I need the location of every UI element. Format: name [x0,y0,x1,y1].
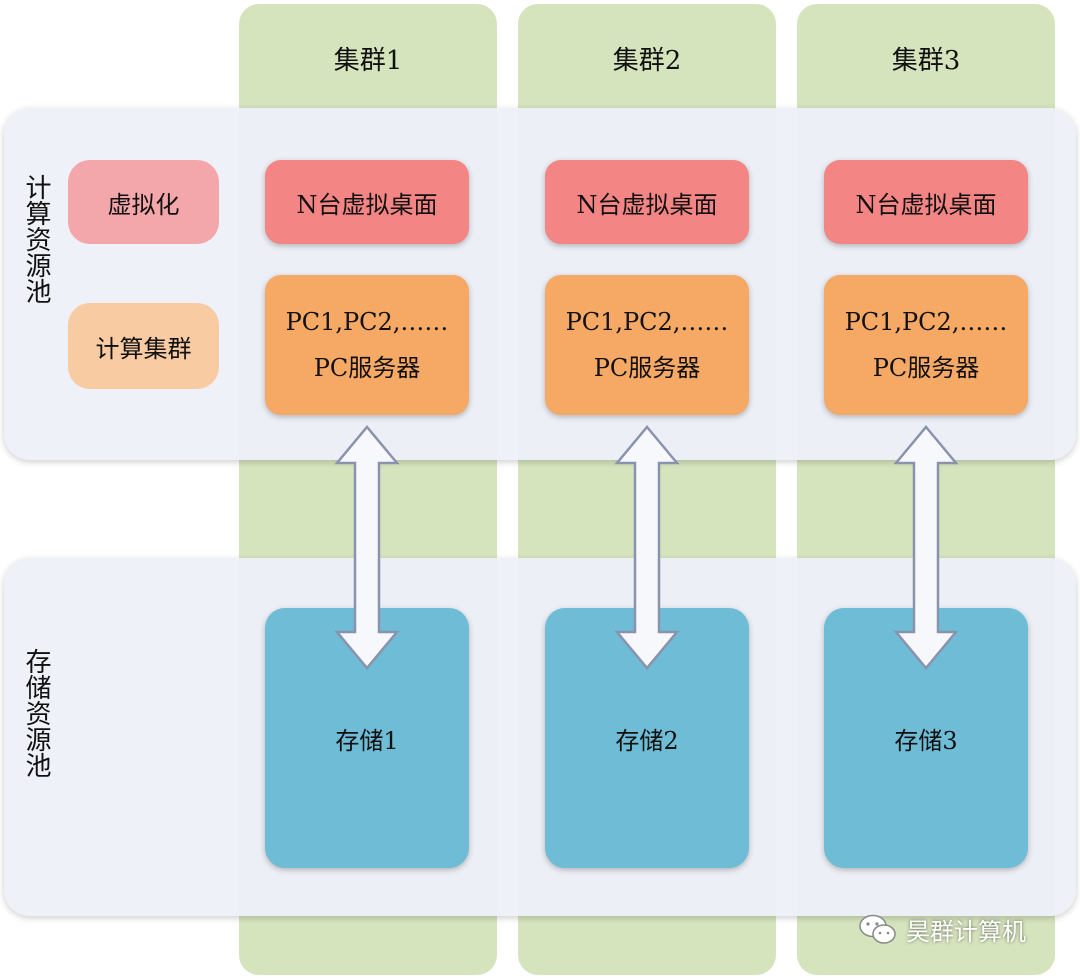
pc-list-text: PC1,PC2,…… [565,308,729,336]
watermark: 昊群计算机 [858,912,1026,947]
cluster-title-3: 集群3 [891,46,961,76]
pc-list-text: PC1,PC2,…… [844,308,1008,336]
double-arrow-icon-3 [893,425,959,670]
pc-server-box-3: PC1,PC2,…… PC服务器 [824,275,1028,415]
watermark-text: 昊群计算机 [906,918,1026,946]
virtual-desktop-box-2: N台虚拟桌面 [545,160,749,244]
pc-list-text: PC1,PC2,…… [285,308,449,336]
storage-box-1: 存储1 [265,608,469,868]
cluster-title-2: 集群2 [612,46,682,76]
storage-pool-label: 存储资源池 [21,648,51,778]
pc-server-box-2: PC1,PC2,…… PC服务器 [545,275,749,415]
pc-server-box-1: PC1,PC2,…… PC服务器 [265,275,469,415]
virtual-desktop-box-3: N台虚拟桌面 [824,160,1028,244]
compute-pool-label: 计算资源池 [21,174,51,304]
cluster-title-1: 集群1 [333,46,403,76]
virtual-desktop-box-1: N台虚拟桌面 [265,160,469,244]
storage-box-3: 存储3 [824,608,1028,868]
double-arrow-icon-1 [334,425,400,670]
compute-cluster-label: 计算集群 [68,303,219,389]
pc-server-text: PC服务器 [593,354,701,382]
double-arrow-icon-2 [614,425,680,670]
wechat-icon [859,914,896,944]
pc-server-text: PC服务器 [313,354,421,382]
virtualization-label: 虚拟化 [68,160,219,244]
pc-server-text: PC服务器 [872,354,980,382]
